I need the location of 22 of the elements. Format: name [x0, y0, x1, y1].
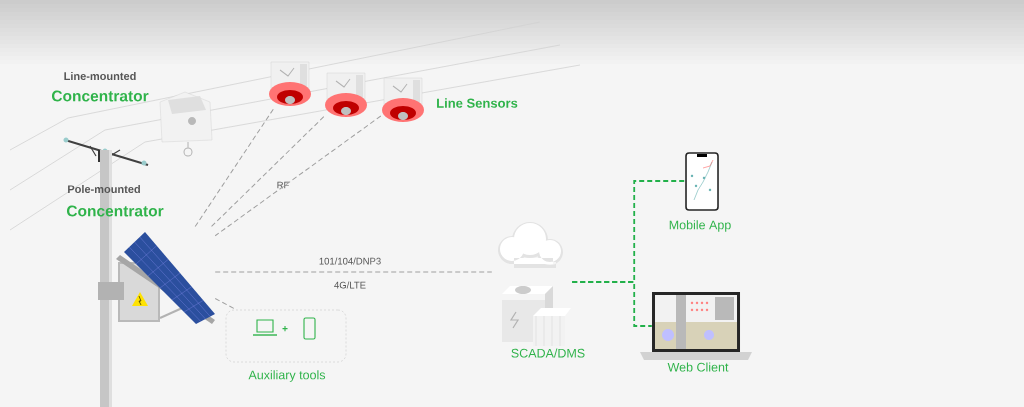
node-label: Concentrator — [67, 205, 164, 217]
connector — [571, 281, 653, 327]
connector — [214, 115, 382, 237]
network-label: 4G/LTE — [334, 281, 366, 289]
sensor-drawing — [269, 61, 311, 106]
plus-sign: + — [282, 326, 288, 332]
connector — [214, 271, 493, 273]
node-label: SCADA/DMS — [511, 348, 585, 358]
node-label: Auxiliary tools — [248, 370, 326, 382]
node-heading: Line-mounted — [64, 71, 136, 81]
node-label: Web Client — [667, 362, 729, 372]
edge-label: RF — [275, 180, 291, 190]
connector — [210, 116, 325, 228]
node-label: Mobile App — [669, 220, 731, 232]
edge-label: 101/104/DNP3 — [317, 256, 383, 266]
sensor-drawing — [325, 72, 367, 117]
node-label: Concentrator — [52, 90, 149, 102]
node-heading: Pole-mounted — [68, 184, 140, 194]
connector — [214, 298, 237, 311]
connector — [194, 108, 274, 228]
callout-label: Line Sensors — [437, 98, 518, 108]
sensor-drawing — [382, 77, 424, 122]
